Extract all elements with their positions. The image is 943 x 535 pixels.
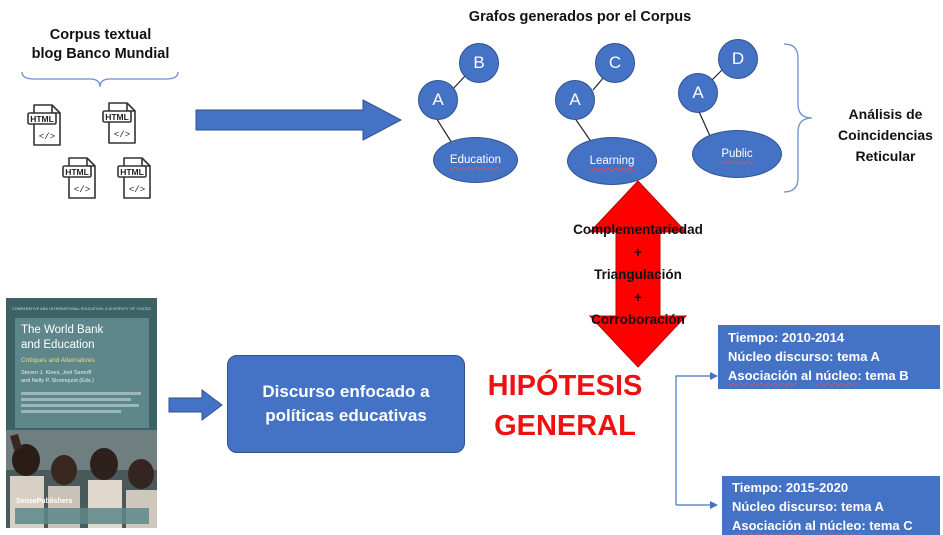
corpus-brace	[21, 71, 179, 88]
corpus-label-line1: Corpus textual	[49, 27, 152, 43]
period-tiempo: Tiempo: 2015-2020	[732, 480, 849, 495]
period-asociacion: Asociación al núcleo: tema B	[728, 368, 909, 383]
graph-node-public: Public	[692, 130, 782, 178]
svg-text:</>: </>	[114, 130, 130, 140]
svg-text:</>: </>	[129, 185, 145, 195]
svg-text:HTML: HTML	[120, 167, 144, 177]
method-complementariedad: Complementariedad	[573, 222, 703, 237]
arrow-book-to-discourse	[168, 389, 223, 421]
book-publisher: SensePublishers	[16, 498, 73, 505]
method-plus: +	[634, 289, 642, 305]
graph-node-learning: Learning	[567, 137, 657, 185]
analysis-label: Análisis de Coincidencias Reticular	[828, 104, 943, 167]
method-triangulacion: Triangulación	[594, 267, 682, 282]
html-file-icon: HTML </>	[61, 156, 101, 200]
book-title-panel: The World Bank and Education Critiques a…	[15, 318, 149, 428]
graph-node-c: C	[595, 43, 635, 83]
method-plus: +	[634, 244, 642, 260]
period-nucleo: Núcleo discurso: tema A	[732, 499, 884, 514]
html-file-icon: HTML </>	[101, 101, 141, 145]
graphs-title: Grafos generados por el Corpus	[468, 9, 692, 25]
period-nucleo: Núcleo discurso: tema A	[728, 349, 880, 364]
book-title-line1: The World Bank	[21, 324, 104, 336]
discourse-box-line2: políticas educativas	[265, 406, 427, 425]
analysis-label-line2: Coincidencias	[838, 127, 933, 143]
double-arrow	[588, 180, 688, 368]
method-corroboracion: Corroboración	[591, 312, 685, 327]
hypothesis-title: HIPÓTESIS GENERAL	[485, 366, 645, 446]
svg-text:</>: </>	[39, 132, 55, 142]
book-editors-line2: and Nelly P. Stromquist (Eds.)	[21, 378, 94, 384]
html-file-icon: HTML </>	[116, 156, 156, 200]
svg-text:HTML: HTML	[65, 167, 89, 177]
discourse-box: Discurso enfocado a políticas educativas	[227, 355, 465, 453]
book-cover: Comparative and International Education:…	[6, 298, 157, 528]
svg-text:HTML: HTML	[30, 114, 54, 124]
book-subtitle: Critiques and Alternatives	[21, 357, 95, 364]
period-tiempo: Tiempo: 2010-2014	[728, 330, 845, 345]
hypothesis-line2: GENERAL	[494, 410, 636, 442]
corpus-label-line2: blog Banco Mundial	[31, 46, 170, 62]
svg-text:</>: </>	[74, 185, 90, 195]
graph-node-a: A	[418, 80, 458, 120]
hypothesis-line1: HIPÓTESIS	[487, 370, 643, 402]
graph-node-a: A	[678, 73, 718, 113]
svg-text:HTML: HTML	[105, 112, 129, 122]
graph-node-d: D	[718, 39, 758, 79]
corpus-label: Corpus textual blog Banco Mundial	[18, 26, 183, 64]
analysis-label-line1: Análisis de	[848, 106, 923, 122]
arrow-corpus-to-graphs	[195, 99, 403, 141]
book-title-line2: and Education	[21, 339, 95, 351]
graph-node-a: A	[555, 80, 595, 120]
graph-node-b: B	[459, 43, 499, 83]
period-box-2015-2020: Tiempo: 2015-2020 Núcleo discurso: tema …	[722, 476, 940, 535]
discourse-box-line1: Discurso enfocado a	[262, 382, 430, 401]
book-editors-line1: Steven J. Klees, Joel Samoff	[21, 370, 92, 376]
period-box-2010-2014: Tiempo: 2010-2014 Núcleo discurso: tema …	[718, 325, 940, 389]
html-file-icon: HTML </>	[26, 103, 66, 147]
analysis-label-line3: Reticular	[855, 148, 916, 164]
methods-text: Complementariedad + Triangulación + Corr…	[560, 219, 716, 332]
graphs-brace	[783, 43, 813, 193]
book-series: Comparative and International Education:…	[12, 307, 151, 311]
period-asociacion: Asociación al núcleo: tema C	[732, 518, 913, 533]
graph-node-education: Education	[433, 137, 518, 183]
